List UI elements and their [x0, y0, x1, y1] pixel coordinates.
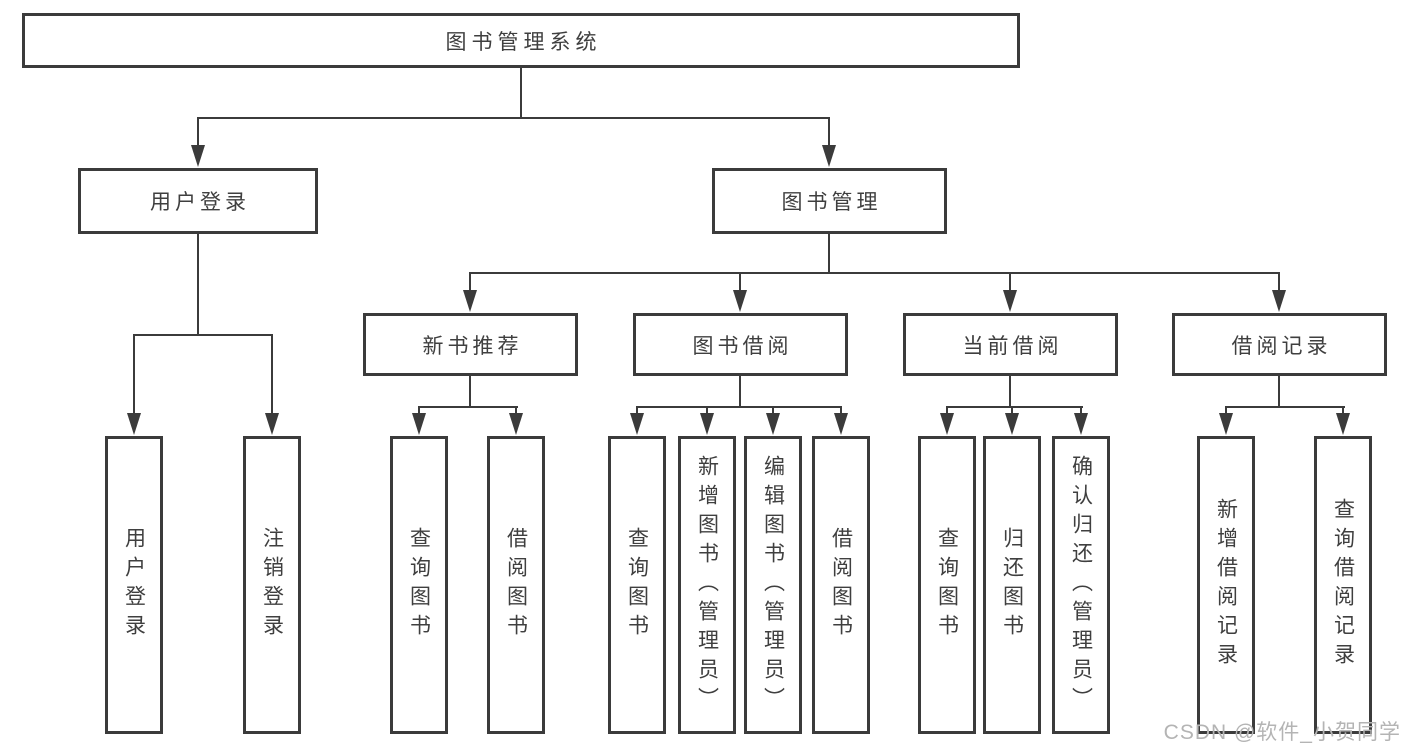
- connector-bookborrow-rail: [636, 406, 842, 408]
- arrowhead-book-borrow: [733, 290, 747, 312]
- connector-records-stem: [1278, 374, 1280, 408]
- arrowhead-bb-edit: [766, 413, 780, 435]
- node-library-management-system: 图书管理系统: [22, 13, 1020, 68]
- leaf-confirm-return-admin: 确认归还（管理员）: [1052, 436, 1110, 734]
- connector-drop-current-borrow: [1009, 272, 1011, 292]
- arrowhead-nb-borrow: [509, 413, 523, 435]
- connector-mgmt-stem: [828, 232, 830, 274]
- leaf-add-book-admin: 新增图书（管理员）: [678, 436, 736, 734]
- connector-drop-borrow-records: [1278, 272, 1280, 292]
- connector-newbooks-rail: [418, 406, 518, 408]
- arrowhead-br-add: [1219, 413, 1233, 435]
- arrowhead-br-query: [1336, 413, 1350, 435]
- connector-drop-bb-query: [636, 406, 638, 414]
- connector-current-stem: [1009, 374, 1011, 408]
- arrowhead-borrow-records: [1272, 290, 1286, 312]
- leaf-add-borrow-record: 新增借阅记录: [1197, 436, 1255, 734]
- leaf-query-books-recommend: 查询图书: [390, 436, 448, 734]
- connector-current-rail: [946, 406, 1083, 408]
- node-book-management: 图书管理: [712, 168, 947, 234]
- connector-mgmt-rail: [469, 272, 1280, 274]
- leaf-borrow-books-recommend: 借阅图书: [487, 436, 545, 734]
- connector-drop-leaf-login: [133, 334, 135, 414]
- leaf-query-borrow-record: 查询借阅记录: [1314, 436, 1372, 734]
- node-new-book-recommend: 新书推荐: [363, 313, 578, 376]
- csdn-watermark: CSDN @软件_小贺同学: [1163, 721, 1401, 744]
- node-user-login: 用户登录: [78, 168, 318, 234]
- connector-user-stem: [197, 232, 199, 336]
- connector-drop-bb-edit: [772, 406, 774, 414]
- connector-drop-bb-borrow: [840, 406, 842, 414]
- arrowhead-bb-add: [700, 413, 714, 435]
- connector-bookborrow-stem: [739, 374, 741, 408]
- leaf-user-login: 用户登录: [105, 436, 163, 734]
- arrowhead-cb-return: [1005, 413, 1019, 435]
- arrowhead-bb-borrow: [834, 413, 848, 435]
- connector-drop-nb-borrow: [515, 406, 517, 414]
- arrowhead-leaf-login: [127, 413, 141, 435]
- connector-drop-cb-query: [946, 406, 948, 414]
- connector-records-rail: [1225, 406, 1345, 408]
- node-book-borrow: 图书借阅: [633, 313, 848, 376]
- leaf-query-books-current: 查询图书: [918, 436, 976, 734]
- arrowhead-user-login: [191, 145, 205, 167]
- arrowhead-new-books: [463, 290, 477, 312]
- leaf-edit-book-admin: 编辑图书（管理员）: [744, 436, 802, 734]
- arrowhead-book-mgmt: [822, 145, 836, 167]
- node-current-borrow: 当前借阅: [903, 313, 1118, 376]
- arrowhead-cb-query: [940, 413, 954, 435]
- connector-root-rail: [197, 117, 830, 119]
- connector-newbooks-stem: [469, 374, 471, 408]
- leaf-return-books: 归还图书: [983, 436, 1041, 734]
- arrowhead-current-borrow: [1003, 290, 1017, 312]
- connector-drop-leaf-logout: [271, 334, 273, 414]
- arrowhead-leaf-logout: [265, 413, 279, 435]
- arrowhead-bb-query: [630, 413, 644, 435]
- connector-drop-book-mgmt: [828, 117, 830, 146]
- arrowhead-cb-confirm: [1074, 413, 1088, 435]
- connector-user-rail: [133, 334, 273, 336]
- connector-root-stem: [520, 66, 522, 119]
- connector-drop-br-query: [1342, 406, 1344, 414]
- node-borrow-records: 借阅记录: [1172, 313, 1387, 376]
- leaf-query-books-borrow: 查询图书: [608, 436, 666, 734]
- connector-drop-user-login: [197, 117, 199, 146]
- leaf-borrow-books: 借阅图书: [812, 436, 870, 734]
- connector-drop-nb-query: [418, 406, 420, 414]
- connector-drop-bb-add: [706, 406, 708, 414]
- connector-drop-cb-confirm: [1080, 406, 1082, 414]
- connector-drop-cb-return: [1011, 406, 1013, 414]
- leaf-logout: 注销登录: [243, 436, 301, 734]
- connector-drop-book-borrow: [739, 272, 741, 292]
- connector-drop-br-add: [1225, 406, 1227, 414]
- arrowhead-nb-query: [412, 413, 426, 435]
- connector-drop-new-books: [469, 272, 471, 292]
